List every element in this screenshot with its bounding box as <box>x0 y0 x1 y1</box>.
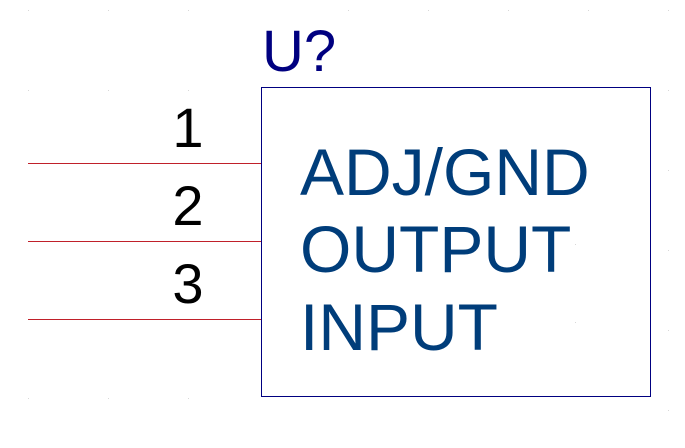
grid-dot <box>348 10 349 11</box>
grid-dot <box>188 90 189 91</box>
grid-dot <box>668 170 669 171</box>
pin-3-number: 3 <box>172 252 204 315</box>
grid-dot <box>588 10 589 11</box>
grid-dot <box>508 10 509 11</box>
grid-dot <box>28 90 29 91</box>
grid-dot <box>28 398 29 399</box>
pin-1-number: 1 <box>172 96 204 159</box>
grid-dot <box>108 398 109 399</box>
grid-dot <box>188 398 189 399</box>
grid-dot <box>668 90 669 91</box>
component-designator[interactable]: U? <box>262 19 337 84</box>
grid-dot <box>108 10 109 11</box>
pin-1-name: ADJ/GND <box>300 135 590 209</box>
grid-dot <box>428 10 429 11</box>
pin-1-line[interactable] <box>28 163 261 164</box>
grid-dot <box>108 90 109 91</box>
grid-dot <box>668 250 669 251</box>
pin-2-number: 2 <box>172 174 204 237</box>
pin-2-name: OUTPUT <box>300 212 572 286</box>
grid-dot <box>668 410 669 411</box>
pin-3-name: INPUT <box>300 290 498 364</box>
grid-dot <box>668 330 669 331</box>
grid-dot <box>28 10 29 11</box>
grid-dot <box>575 322 576 323</box>
component-body-outline[interactable] <box>261 87 651 397</box>
pin-3-line[interactable] <box>28 319 261 320</box>
grid-dot <box>188 10 189 11</box>
pin-2-line[interactable] <box>28 241 261 242</box>
grid-dot <box>575 244 576 245</box>
grid-dot <box>668 10 669 11</box>
